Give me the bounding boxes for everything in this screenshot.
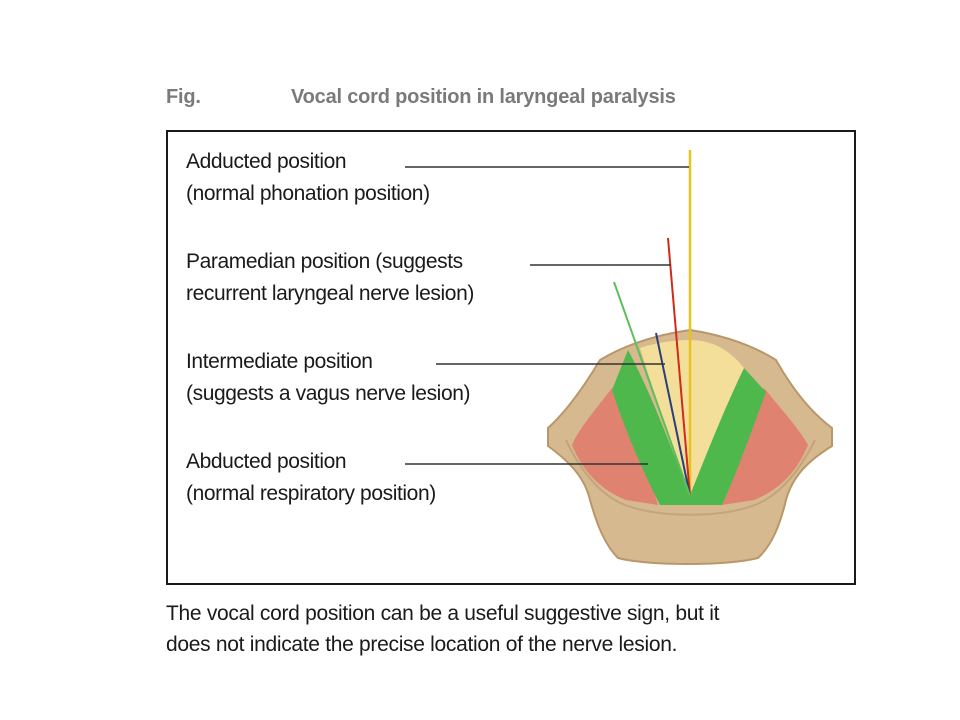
larynx-inner-ridge xyxy=(565,439,816,516)
intermediate-position-detail: (suggests a vagus nerve lesion) xyxy=(186,382,471,405)
abducted-position-ray xyxy=(613,281,691,497)
lateral-tissue-right xyxy=(722,388,808,505)
caption-line-2: does not indicate the precise location o… xyxy=(166,633,678,656)
intermediate-position-ray xyxy=(655,332,691,497)
intermediate-position-name: Intermediate position xyxy=(186,350,373,373)
adducted-position-label: Adducted position (normal phonation posi… xyxy=(186,146,430,210)
lateral-tissue-left xyxy=(572,388,658,505)
paramedian-position-detail: recurrent laryngeal nerve lesion) xyxy=(186,282,474,305)
adducted-position-name: Adducted position xyxy=(186,150,347,173)
figure-caption: The vocal cord position can be a useful … xyxy=(166,598,719,660)
paramedian-position-name: Paramedian position (suggests xyxy=(186,250,463,273)
figure-frame xyxy=(166,130,856,585)
abducted-position-name: Abducted position xyxy=(186,450,347,473)
paramedian-position-label: Paramedian position (suggests recurrent … xyxy=(186,246,474,310)
caption-line-1: The vocal cord position can be a useful … xyxy=(166,602,720,625)
vocal-cord-zone-left xyxy=(612,350,690,505)
intermediate-position-label: Intermediate position (suggests a vagus … xyxy=(186,346,470,410)
adducted-position-detail: (normal phonation position) xyxy=(186,182,430,205)
abducted-position-label: Abducted position (normal respiratory po… xyxy=(186,446,436,510)
vocal-cord-zone-right xyxy=(690,368,766,505)
figure-label: Fig. xyxy=(166,86,201,108)
paramedian-position-ray xyxy=(667,237,691,497)
abducted-position-detail: (normal respiratory position) xyxy=(186,482,436,505)
figure-title: Vocal cord position in laryngeal paralys… xyxy=(291,86,676,108)
